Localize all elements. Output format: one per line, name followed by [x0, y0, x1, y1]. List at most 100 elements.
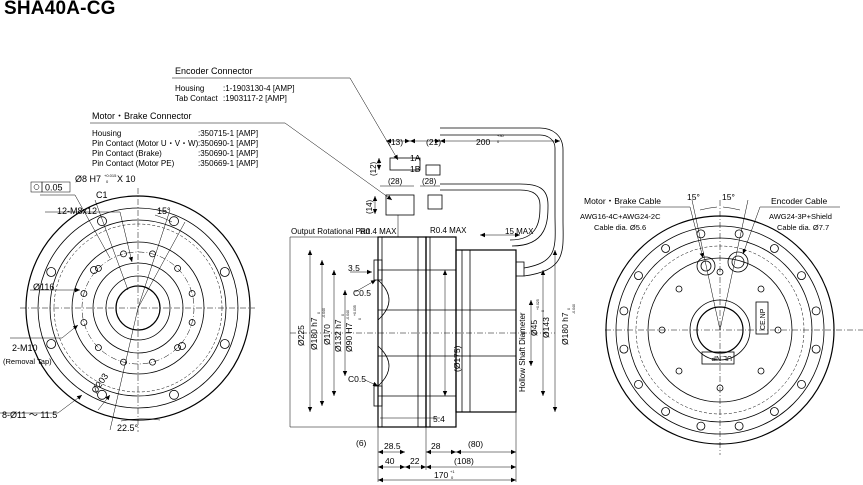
bolt-hole — [219, 267, 230, 277]
chamfer-label: C1 — [96, 190, 108, 200]
tapped-hole — [174, 264, 182, 272]
bolt-hole — [811, 344, 821, 354]
tapped-hole — [174, 344, 182, 352]
dia-132-h7-tol-upper: 0 — [341, 314, 345, 316]
diameter-203-label: Ø203 — [89, 371, 110, 395]
bolt-hole — [797, 379, 806, 389]
tapped-hole — [716, 384, 724, 392]
bore-tolerance-upper: +0.015 — [104, 173, 117, 178]
left-view — [0, 188, 255, 432]
tapped-hole — [658, 326, 666, 334]
bolt-hole — [97, 389, 107, 400]
tapped-hole — [188, 319, 196, 326]
dim-13: (13) — [388, 137, 403, 147]
output-part-label: Output Rotational Part — [291, 227, 371, 236]
dim-28-5: 28.5 — [384, 441, 401, 451]
motor-cable-dia: Cable dia. Ø5.6 — [594, 223, 646, 232]
dia-90-h7-tol-upper: +0.035 — [353, 305, 357, 316]
tapped-hole — [95, 264, 102, 272]
mb-pin-pe-value: :350669-1 [AMP] — [198, 159, 258, 168]
dim-28: 28 — [431, 441, 441, 451]
dim-12: (12) — [369, 161, 378, 176]
bore-depth: X 10 — [117, 174, 136, 184]
dim-28-b: (28) — [422, 177, 437, 186]
dia-90-h7-tol-lower: 0 — [358, 318, 362, 320]
thread-label: 12-M8x12 — [57, 206, 97, 216]
max15-label: 15 MAX — [505, 227, 534, 236]
right-view — [605, 199, 863, 455]
dia-180-h7-tol-upper: 0 — [317, 312, 321, 314]
hollow-shaft-label: Hollow Shaft Diameter — [518, 312, 527, 392]
tapped-hole — [80, 290, 88, 297]
dia-180-h7: Ø180 h7 — [309, 317, 319, 350]
dim-5-4: 5.4 — [433, 414, 445, 424]
bolt-hole — [797, 271, 806, 281]
dim-21: (21) — [426, 137, 441, 147]
flatness-symbol-box — [30, 181, 43, 193]
tapped-hole — [95, 344, 102, 352]
angle-b-label: 15° — [722, 192, 735, 202]
mb-housing-value: :350715-1 [AMP] — [198, 129, 258, 138]
encoder-contact-value: :1903117-2 [AMP] — [223, 94, 287, 103]
mb-pin-pe-label: Pin Contact (Motor PE) — [92, 159, 175, 168]
dia-132-h7-tol-lower: -0.040 — [346, 310, 350, 320]
side-view — [289, 127, 564, 483]
bolt-hole — [811, 306, 821, 316]
bore-tolerance: Ø8 H7 — [75, 174, 101, 184]
dia-180-h7-tol-lower: -0.040 — [322, 308, 326, 318]
dia-225: Ø225 — [296, 325, 306, 346]
dim-108: (108) — [454, 456, 474, 466]
pin-1a: 1A — [410, 153, 421, 163]
bolt-hole — [46, 339, 57, 349]
dim-40: 40 — [385, 456, 395, 466]
bolt-hole — [696, 229, 706, 239]
flatness-value-box — [41, 181, 71, 193]
bolt-hole — [619, 344, 629, 354]
flatness-icon — [33, 184, 40, 190]
mb-pin-motor-label: Pin Contact (Motor U・V・W) — [92, 139, 199, 148]
bolt-hole — [169, 389, 179, 400]
encoder-housing-label: Housing — [175, 84, 204, 93]
dia-180-h7-b-tol-upper: 0 — [567, 308, 571, 310]
tapped-hole — [675, 285, 683, 293]
tapped-hole — [120, 250, 127, 258]
dim-14: (14) — [365, 199, 374, 214]
mb-pin-brake-label: Pin Contact (Brake) — [92, 149, 162, 158]
radius-right-label: R0.4 MAX — [430, 226, 467, 235]
motor-brake-connector-heading: Motor・Brake Connector — [92, 111, 192, 121]
mb-pin-motor-value: :350690-1 [AMP] — [198, 139, 258, 148]
dim-80: (80) — [468, 439, 483, 449]
dia-143: Ø143 — [541, 317, 551, 338]
encoder-connector-heading: Encoder Connector — [175, 66, 253, 76]
encoder-cable-spec: AWG24-3P+Shield — [769, 212, 832, 221]
encoder-cable-label: Encoder Cable — [771, 196, 828, 206]
mb-housing-label: Housing — [92, 129, 121, 138]
bolt-hole — [734, 421, 744, 431]
bolt-hole — [634, 271, 643, 281]
radius-left-label: R0.4 MAX — [360, 227, 397, 236]
bore-tolerance-lower: 0 — [106, 179, 109, 184]
pin-1b: 1B — [410, 164, 421, 174]
tapped-hole — [149, 358, 156, 366]
encoder-housing-value: :1-1903130-4 [AMP] — [223, 84, 295, 93]
ce-nameplate: CE.NP — [760, 308, 767, 330]
removal-tap-note: (Removal Tap) — [3, 357, 52, 366]
motor-cable-spec: AWG16-4C+AWG24-2C — [580, 212, 661, 221]
bolt-hole — [734, 229, 744, 239]
bolt-hole — [770, 407, 779, 416]
dim-22: 22 — [410, 456, 420, 466]
bolt-hole — [634, 379, 643, 389]
tapped-hole — [80, 319, 88, 326]
removal-tap-label: 2-M10 — [12, 343, 38, 353]
bolt-hole — [219, 339, 230, 349]
tapped-hole — [774, 326, 782, 334]
dim-3-5: 3.5 — [348, 263, 360, 273]
dim-170-tol-lower: 0 — [451, 475, 454, 480]
ul-nameplate: UL.NP — [711, 354, 732, 361]
angle-a-label: 15° — [687, 192, 700, 202]
tapped-hole — [757, 367, 765, 375]
holes-label: 8-Ø11 ～ 11.5 — [2, 410, 57, 420]
dia-45-tol-lower: 0 — [541, 310, 545, 312]
motor-cable-label: Motor・Brake Cable — [584, 196, 661, 206]
bolt-hole — [661, 407, 670, 416]
